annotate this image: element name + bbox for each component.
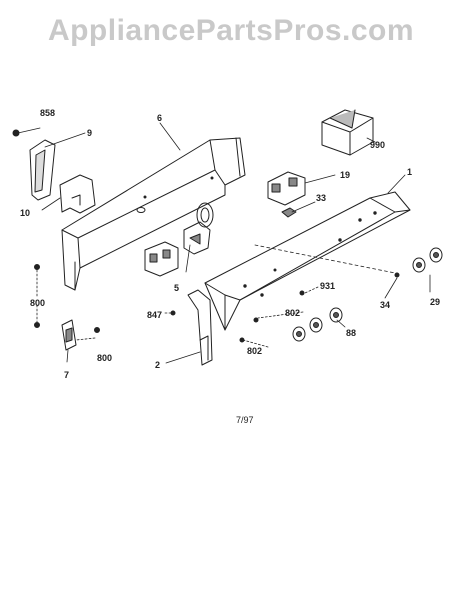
watermark: AppliancePartsPros.com <box>47 14 415 47</box>
back-panel <box>61 137 246 291</box>
part-label-88: 88 <box>346 328 357 338</box>
part-label-9: 9 <box>87 128 93 138</box>
bracket-10 <box>59 174 96 214</box>
part-label-1: 1 <box>407 167 413 177</box>
part-label-802-lower: 802 <box>247 346 263 356</box>
knobs-88 <box>292 307 343 342</box>
part-label-5: 5 <box>174 283 180 293</box>
infinite-switch-5 <box>144 202 214 277</box>
part-label-847: 847 <box>147 310 163 320</box>
bracket-7 <box>61 319 77 351</box>
trim-2 <box>187 289 213 366</box>
side-bracket-9 <box>29 139 56 201</box>
leader-lines <box>17 122 431 364</box>
clip-33 <box>281 207 297 218</box>
part-label-2: 2 <box>155 360 161 370</box>
screws-800 <box>34 264 100 333</box>
part-label-7: 7 <box>64 370 70 380</box>
part-label-34: 34 <box>380 300 391 310</box>
part-label-802-upper: 802 <box>285 308 301 318</box>
part-label-19: 19 <box>340 170 351 180</box>
date-code: 7/97 <box>236 415 254 425</box>
knobs-29 <box>412 247 443 273</box>
part-label-6: 6 <box>157 113 163 123</box>
component-990 <box>321 109 374 156</box>
part-label-33: 33 <box>316 193 327 203</box>
part-label-858: 858 <box>40 108 56 118</box>
part-label-800-bottom: 800 <box>97 353 113 363</box>
part-label-29: 29 <box>430 297 441 307</box>
switch-19 <box>267 171 306 206</box>
part-label-990: 990 <box>370 140 386 150</box>
part-label-931: 931 <box>320 281 336 291</box>
part-label-800-top: 800 <box>30 298 46 308</box>
part-label-10: 10 <box>20 208 31 218</box>
control-panel-1 <box>204 191 411 331</box>
